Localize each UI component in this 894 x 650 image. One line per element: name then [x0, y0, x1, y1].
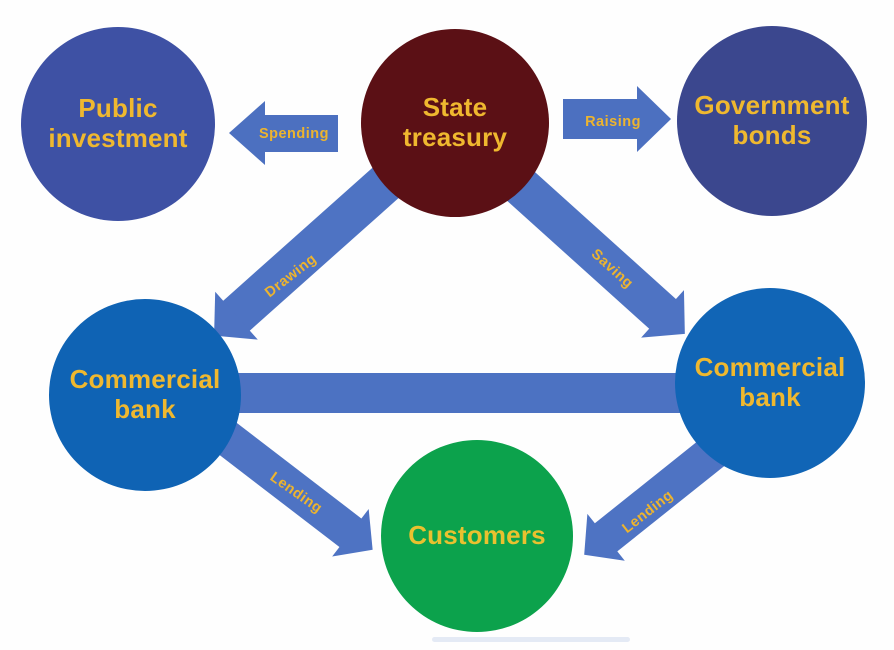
arrow-shaft [563, 99, 637, 139]
node-commercial-bank-left: Commercial bank [49, 299, 241, 491]
node-label-commercial-bank-left: Commercial bank [69, 364, 221, 424]
bottom-edge-artifact [432, 637, 630, 642]
node-label-commercial-bank-right: Commercial bank [694, 352, 846, 412]
node-label-public-investment: Public investment [48, 93, 188, 153]
node-public-investment: Public investment [21, 27, 215, 221]
flow-label-spending: Spending [258, 126, 330, 142]
arrow-shaft [265, 115, 338, 152]
node-customers: Customers [381, 440, 573, 632]
node-label-government-bonds: Government bonds [694, 90, 850, 150]
arrowhead-right-icon [637, 86, 671, 152]
arrow-spending [229, 101, 338, 165]
arrowhead-left-icon [229, 101, 265, 165]
node-government-bonds: Government bonds [677, 26, 867, 216]
flow-label-raising: Raising [585, 114, 641, 130]
arrow-raising [563, 86, 671, 152]
node-commercial-bank-right: Commercial bank [675, 288, 865, 478]
node-state-treasury: State treasury [361, 29, 549, 217]
node-label-state-treasury: State treasury [402, 92, 508, 152]
interbank-connector-bar [210, 373, 690, 413]
node-label-customers: Customers [408, 520, 546, 551]
